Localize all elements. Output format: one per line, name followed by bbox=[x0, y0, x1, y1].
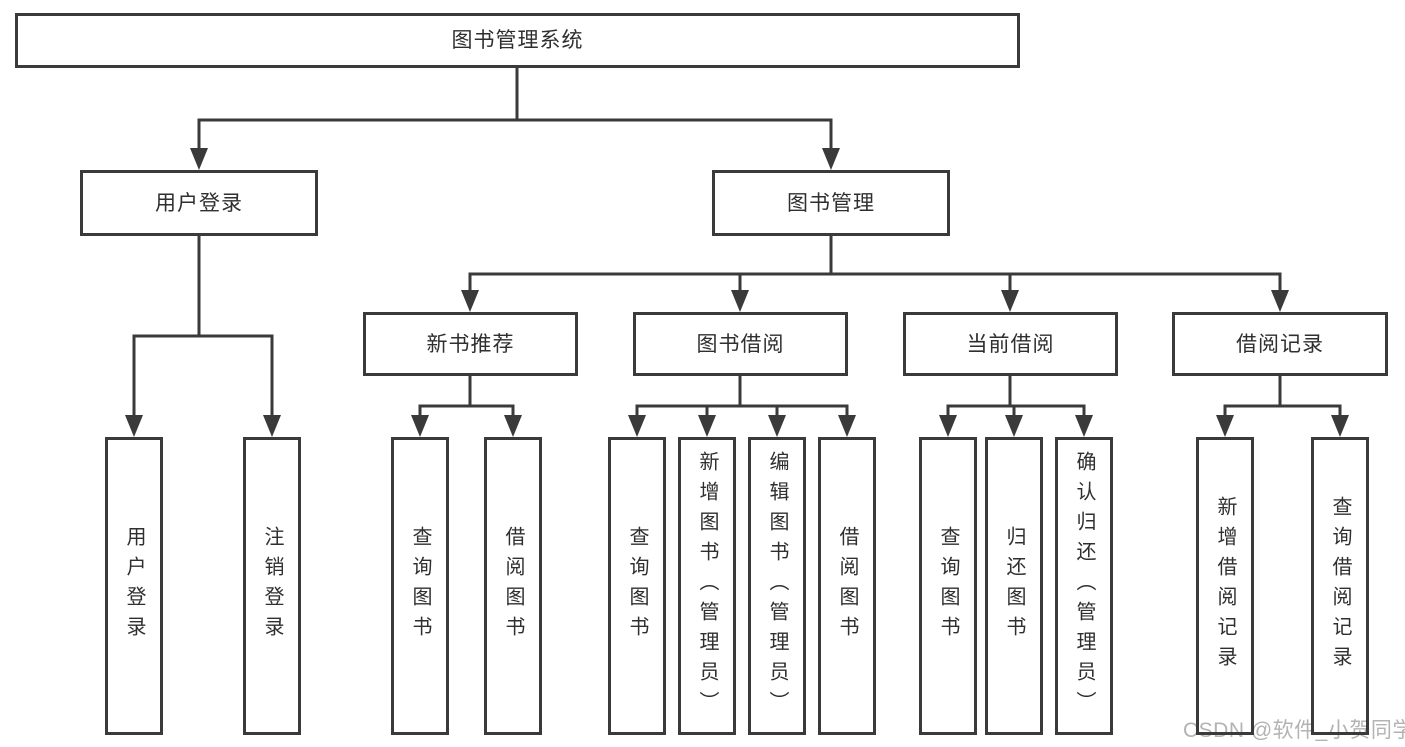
node-library-management-system: 图书管理系统 bbox=[15, 13, 1020, 68]
leaf-return-book: 归还图书 bbox=[985, 437, 1043, 735]
node-borrowing-records: 借阅记录 bbox=[1172, 312, 1388, 376]
node-current-borrowing: 当前借阅 bbox=[903, 312, 1118, 376]
leaf-logout: 注销登录 bbox=[243, 437, 301, 735]
leaf-user-login: 用户登录 bbox=[105, 437, 163, 735]
leaf-query-borrow-record: 查询借阅记录 bbox=[1311, 437, 1369, 735]
leaf-query-books-recommend: 查询图书 bbox=[391, 437, 449, 735]
node-book-borrowing: 图书借阅 bbox=[633, 312, 848, 376]
node-user-login: 用户登录 bbox=[80, 170, 318, 236]
leaf-add-borrow-record: 新增借阅记录 bbox=[1196, 437, 1254, 735]
node-book-management: 图书管理 bbox=[712, 170, 950, 236]
leaf-add-book-admin: 新增图书（管理员） bbox=[678, 437, 736, 735]
leaf-query-books-borrow: 查询图书 bbox=[608, 437, 666, 735]
watermark: CSDN @软件_小贺同学 bbox=[1183, 719, 1405, 742]
leaf-borrow-books-recommend: 借阅图书 bbox=[484, 437, 542, 735]
leaf-confirm-return-admin: 确认归还（管理员） bbox=[1055, 437, 1113, 735]
node-new-book-recommendation: 新书推荐 bbox=[363, 312, 578, 376]
leaf-query-books-current: 查询图书 bbox=[919, 437, 977, 735]
leaf-edit-book-admin: 编辑图书（管理员） bbox=[748, 437, 806, 735]
leaf-borrow-books-borrow: 借阅图书 bbox=[818, 437, 876, 735]
